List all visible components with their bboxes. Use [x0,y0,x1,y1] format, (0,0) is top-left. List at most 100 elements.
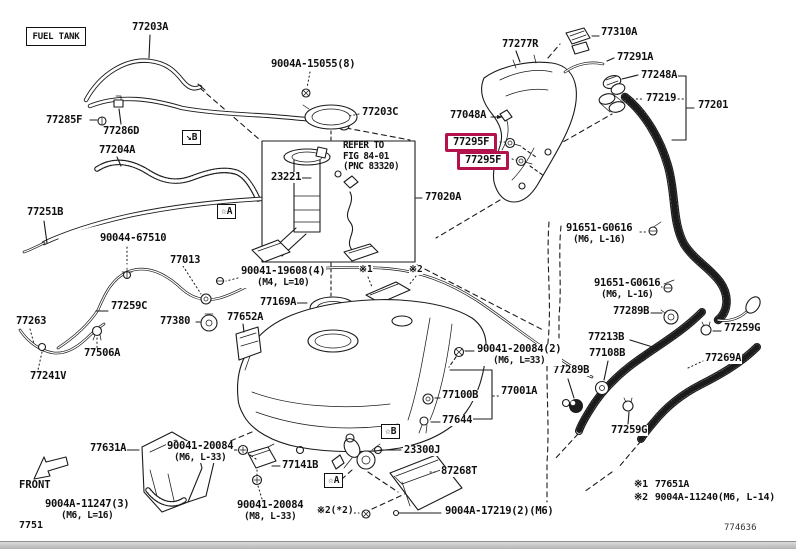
part-label[interactable]: 77204A [98,144,137,156]
construction-lines [199,43,642,510]
shield-87268T [389,454,463,511]
breather-tube-77203A [83,34,206,103]
drawing-code: 774636 [724,523,757,533]
part-label[interactable]: 9004A-17219(2)(M6) [444,505,555,517]
legend-row[interactable]: ※2 9004A-11240(M6, L-14) [634,491,775,504]
part-label[interactable]: 77285F [45,114,84,126]
screw-9004A-15055 [301,71,311,98]
part-label[interactable]: 77020A [424,191,463,203]
diagram-title: FUEL TANK [32,31,80,42]
fuel-tube-77263 [18,322,106,371]
clamp-77259G-right [700,321,722,336]
part-label[interactable]: 77251B [26,206,65,218]
bracket-77141B [229,443,281,500]
part-label[interactable]: 77213B [587,331,626,343]
part-label[interactable]: 23221 [270,171,303,183]
part-label[interactable]: 77277R [501,38,540,50]
part-label[interactable]: 77001A [500,385,539,397]
tube-77219 [598,93,686,113]
part-label[interactable]: 77259G [610,424,649,436]
connection-callout-box: ☆A [324,473,344,488]
part-label[interactable]: 77203A [131,21,170,33]
refer-note-line3: (PNC 83320) [343,161,400,172]
part-label[interactable]: 77631A [89,442,128,454]
filler-pipe-77201 [610,83,761,325]
part-label[interactable]: 91651-G0616(M6, L-16) [565,222,634,245]
part-label[interactable]: 77108B [588,347,627,359]
part-label[interactable]: 77286D [102,125,141,137]
part-label[interactable]: 87268T [440,465,479,477]
fuel-pump-assembly [251,140,423,263]
cap-77310A [565,27,600,55]
legend: ※1 77651A ※2 9004A-11240(M6, L-14) [634,478,775,504]
part-label[interactable]: 90041-20084(M8, L-33) [236,499,305,522]
part-label[interactable]: 77506A [83,347,122,359]
grommet-77108B [594,360,610,396]
part-label[interactable]: 77310A [600,26,639,38]
tube-77291A [563,57,615,74]
valve-77380 [195,313,218,332]
clamp-77259G-lower [622,397,634,425]
part-label[interactable]: 77013 [169,254,202,266]
part-label[interactable]: 77289B [612,305,651,317]
part-label[interactable]: 77248A [640,69,679,81]
part-label[interactable]: 77169A [259,296,298,308]
reference-marker: ※1 [359,264,373,275]
fuel-tank-body [236,299,487,455]
part-label[interactable]: 77269A [704,352,743,364]
part-label[interactable]: 77380 [159,315,192,327]
part-label[interactable]: 77652A [226,311,265,323]
part-label[interactable]: 77289B [552,364,591,376]
part-label[interactable]: 90041-20084(2)(M6, L=33) [476,343,563,366]
part-label[interactable]: 77201 [697,99,730,111]
refer-note: REFER TO FIG 84-01 (PNC 83320) [343,140,400,173]
legend-row[interactable]: ※1 77651A [634,478,775,491]
part-label[interactable]: 77241V [29,370,68,382]
part-label[interactable]: 90044-67510 [99,232,168,244]
part-label[interactable]: 77048A [449,109,488,121]
part-label[interactable]: 90041-19608(4)(M4, L=10) [240,265,327,288]
fuel-tube-77204A [94,156,261,202]
gasket-77203C [302,104,360,130]
clip-77286D [113,95,124,125]
screws-77295F [499,137,545,177]
part-label[interactable]: 77291A [616,51,655,63]
grommet-77048A [490,109,513,122]
legend-marker: ※1 [634,479,648,490]
part-label[interactable]: 90041-20084(M6, L-33) [166,440,235,463]
window-bottom-edge [0,541,796,549]
part-label[interactable]: 9004A-11247(3)(M6, L=16) [44,498,131,521]
part-label[interactable]: 77219 [645,92,678,104]
part-label[interactable]: 77263 [15,315,48,327]
part-label[interactable]: 9004A-15055(8) [270,58,357,70]
part-label[interactable]: 77141B [281,459,320,471]
part-label[interactable]: 77259G [723,322,762,334]
plate-77652A [235,323,262,361]
clamp-90044-67510 [121,246,133,280]
front-arrow-icon [33,456,69,480]
clamp-77289B-upper [650,309,679,325]
refer-note-line1: REFER TO [343,140,384,151]
part-label-highlighted[interactable]: 77295F [457,151,510,170]
legend-part-number: 77651A [654,479,690,490]
legend-marker: ※2 [634,492,648,503]
connection-callout-box: ↘B [182,130,202,145]
part-label[interactable]: 91651-G0616(M6, L-16) [593,277,662,300]
part-label-highlighted[interactable]: 77295F [445,133,498,152]
fuel-tube-77251B [22,194,297,254]
part-label[interactable]: 77259C [110,300,149,312]
legend-part-number: 9004A-11240(M6, L-14) [654,492,775,503]
part-label[interactable]: 77203C [361,106,400,118]
refer-note-line2: FIG 84-01 [343,150,389,162]
filler-shield-77277R [481,50,577,203]
clamp-77289B-lower [561,378,583,413]
part-label[interactable]: 23300J [403,444,442,456]
clip-77013 [182,265,212,305]
hose-77213B [575,308,706,435]
bolt-9004A-17219 [392,509,442,517]
part-label[interactable]: 77644 [441,414,474,426]
sender-grommet-77100B [418,346,501,434]
part-label[interactable]: 77100B [441,389,480,401]
